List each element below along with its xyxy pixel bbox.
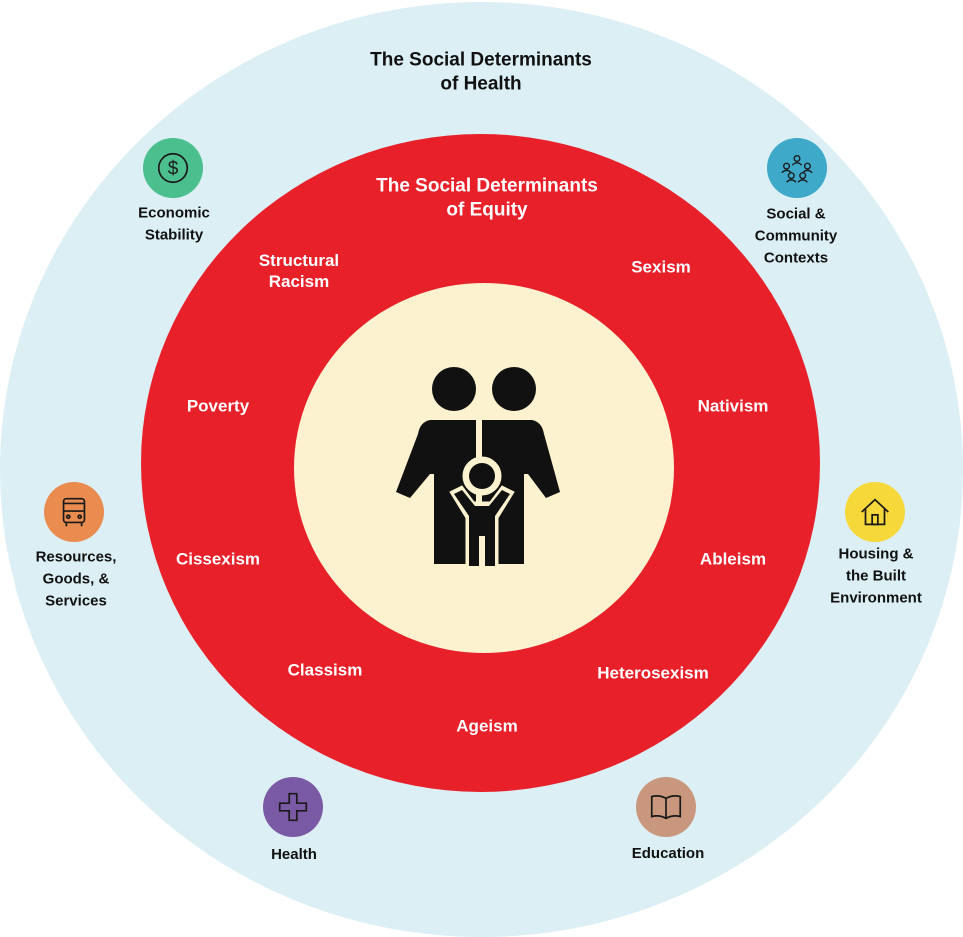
family-icon — [396, 367, 560, 566]
category-education: Education — [631, 845, 705, 863]
determinant-nativism: Nativism — [697, 396, 769, 416]
community-icon — [767, 138, 827, 198]
category-resources-goods-services: Resources, Goods, & Services — [35, 548, 117, 609]
determinant-ageism: Ageism — [456, 716, 518, 736]
determinant-structural-racism: Structural Racism — [258, 250, 340, 291]
category-health: Health — [271, 846, 317, 864]
determinant-heterosexism: Heterosexism — [597, 663, 709, 683]
category-social-community: Social & Community Contexts — [754, 205, 838, 266]
bus-icon — [44, 482, 104, 542]
dollar-icon: $ — [143, 138, 203, 198]
outer-ring-title: The Social Determinants of Health — [370, 49, 592, 94]
determinant-sexism: Sexism — [631, 257, 691, 277]
determinant-ableism: Ableism — [699, 549, 767, 569]
svg-text:$: $ — [168, 159, 179, 180]
determinant-cissexism: Cissexism — [175, 549, 261, 569]
house-icon — [845, 482, 905, 542]
category-housing-built-environment: Housing & the Built Environment — [830, 545, 922, 606]
determinant-classism: Classism — [287, 660, 363, 680]
category-economic-stability: Economic Stability — [138, 204, 210, 243]
middle-ring-title: The Social Determinants of Equity — [376, 175, 598, 220]
health-cross-icon — [263, 777, 323, 837]
book-icon — [636, 777, 696, 837]
determinant-poverty: Poverty — [186, 396, 250, 416]
